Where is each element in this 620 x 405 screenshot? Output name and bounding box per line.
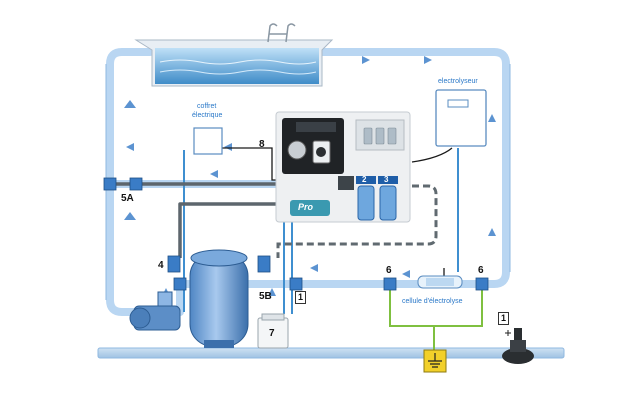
- ground-wire: [389, 290, 483, 350]
- reagent-bottle: [363, 127, 373, 145]
- valve-block: [338, 176, 354, 190]
- electrical-box: [193, 127, 223, 155]
- pool-ladder: [267, 23, 296, 43]
- control-panel: [275, 111, 411, 223]
- valve-5a-right: [129, 177, 143, 191]
- label-3: 3: [384, 175, 389, 184]
- panel-logo-text: Pro: [298, 202, 314, 212]
- fitting: [173, 277, 187, 291]
- floor-bar: [97, 347, 565, 359]
- valves: [103, 177, 489, 291]
- label-6-left: 6: [386, 265, 392, 276]
- label-8: 8: [259, 139, 265, 150]
- label-4: 4: [158, 260, 164, 271]
- ph-regulator-dial: [287, 140, 307, 160]
- label-6-right: 6: [478, 265, 484, 276]
- flow-arrow: [362, 56, 370, 64]
- electrolyser-label: electrolyseur: [438, 78, 478, 85]
- electrical-box-label-line1: coffret: [197, 103, 217, 110]
- electrolysis-cell-label: cellule d'électrolyse: [402, 298, 463, 305]
- label-5b: 5B: [259, 291, 272, 302]
- flow-arrow: [488, 228, 496, 236]
- pump-head: [316, 147, 326, 157]
- fitting-6-right: [475, 277, 489, 291]
- valve-4: [167, 255, 181, 273]
- label-7: 7: [269, 328, 275, 339]
- pool-water: [155, 48, 319, 84]
- label-1-pipe: 1: [295, 291, 307, 304]
- flow-arrow: [424, 56, 432, 64]
- fitting: [289, 277, 303, 291]
- reagent-drum: [257, 313, 289, 349]
- dashed-return-line: [276, 184, 438, 258]
- flow-arrow: [210, 170, 218, 178]
- flow-arrow: [124, 100, 136, 108]
- flow-arrow: [126, 143, 134, 151]
- reagent-bottle: [375, 127, 385, 145]
- pool-pump: [129, 291, 181, 331]
- flow-arrow: [124, 212, 136, 220]
- flow-arrow: [310, 264, 318, 272]
- cable: [411, 147, 453, 163]
- flow-arrow: [488, 114, 496, 122]
- fitting-6-left: [383, 277, 397, 291]
- electrolysis-cell: [417, 275, 463, 289]
- sand-filter: [189, 249, 249, 348]
- label-5a: 5A: [121, 193, 134, 204]
- pool-ripples: [159, 69, 317, 75]
- electrolyser-unit: [435, 89, 487, 147]
- top-right-return-pipe: [176, 48, 510, 288]
- cartridge-filter: [356, 176, 376, 221]
- panel-logo-plate: [290, 200, 330, 216]
- cartridge-filter: [378, 176, 398, 221]
- electrolyser-screen: [447, 99, 469, 108]
- reagent-bottles: [363, 127, 397, 145]
- valve-5b: [257, 255, 271, 273]
- flow-arrow: [224, 143, 232, 151]
- injection-valve-legend: [502, 328, 534, 364]
- label-1-legend: 1: [498, 312, 510, 325]
- earth-ground-symbol: [423, 349, 447, 373]
- flow-arrow: [268, 288, 276, 296]
- reagent-bottle: [387, 127, 397, 145]
- label-2: 2: [362, 175, 367, 184]
- panel-display: [296, 122, 336, 132]
- pool-ripples: [159, 59, 317, 65]
- flow-arrow: [402, 270, 410, 278]
- valve-5a: [103, 177, 117, 191]
- electrical-box-label-line2: électrique: [192, 112, 223, 119]
- pool: [134, 23, 334, 87]
